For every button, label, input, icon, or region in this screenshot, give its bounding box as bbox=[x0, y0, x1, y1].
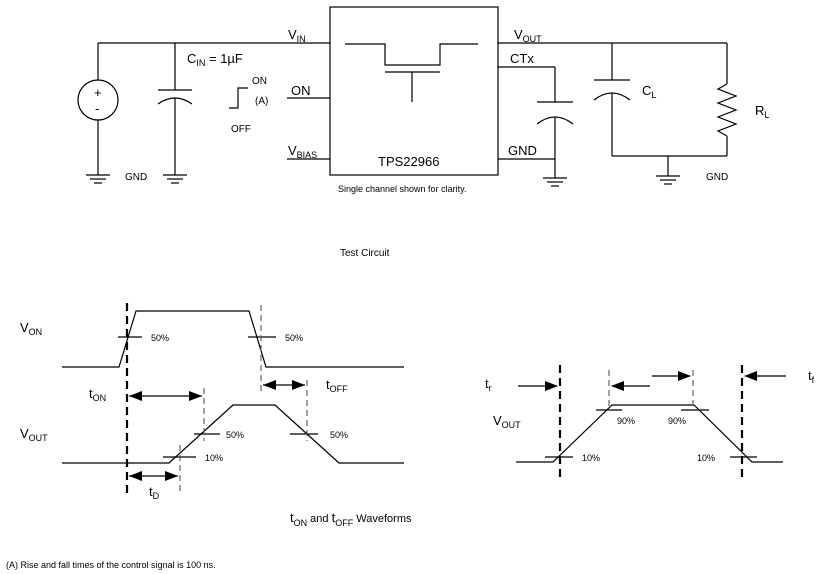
ctx-label: CTx bbox=[510, 51, 534, 66]
gnd-pin-label: GND bbox=[508, 143, 537, 158]
ton-toff-waveforms: VON 50% 50% VOUT 50% 50% 10% tON tOFF bbox=[20, 303, 412, 528]
rise-fall-waveform: tr tf VOUT 90% 90% 10% 10% bbox=[485, 365, 815, 482]
vin-label: VIN bbox=[288, 27, 306, 44]
ground-symbol-load bbox=[656, 175, 680, 185]
on-off-step bbox=[229, 87, 248, 109]
fall-90pct-label: 90% bbox=[668, 416, 686, 426]
von-label: VON bbox=[20, 320, 42, 337]
vout-waveform bbox=[62, 404, 404, 464]
tr-arrowhead-right bbox=[611, 381, 624, 391]
test-circuit-caption: Test Circuit bbox=[340, 248, 390, 259]
td-arrowhead-left bbox=[129, 471, 142, 481]
vbias-label: VBIAS bbox=[288, 143, 317, 160]
fall-10pct-label: 10% bbox=[697, 453, 715, 463]
note-ref-label: (A) bbox=[255, 96, 268, 107]
tf-arrowhead-right bbox=[744, 371, 757, 381]
td-arrowhead-right bbox=[165, 471, 178, 481]
source-plus-sign: + bbox=[94, 85, 102, 100]
ton-arrowhead-right bbox=[189, 391, 202, 401]
tf-label: tf bbox=[808, 368, 815, 385]
on-pin-label: ON bbox=[291, 83, 311, 98]
toff-arrowhead-left bbox=[263, 380, 276, 390]
vout-wave-label: VOUT bbox=[20, 426, 48, 443]
ground-symbol-cin bbox=[163, 174, 187, 184]
td-label: tD bbox=[149, 484, 160, 501]
source-minus-sign: - bbox=[95, 101, 99, 116]
rise-10pct-label: 10% bbox=[582, 453, 600, 463]
footnote: (A) Rise and fall times of the control s… bbox=[6, 560, 216, 570]
chip-name: TPS22966 bbox=[378, 154, 439, 169]
gnd-label-left: GND bbox=[125, 172, 147, 183]
chip-body bbox=[329, 6, 499, 176]
off-state-label: OFF bbox=[231, 124, 251, 135]
test-circuit: + - GND CIN = 1µF VIN ON (A) OFF ON bbox=[77, 6, 769, 259]
rl-resistor bbox=[716, 83, 738, 137]
ton-arrowhead-left bbox=[129, 391, 142, 401]
vout-10pct-label: 10% bbox=[205, 453, 223, 463]
vout-label: VOUT bbox=[514, 27, 542, 44]
tr-arrowhead-left bbox=[545, 381, 558, 391]
tf-arrowhead-left bbox=[678, 371, 691, 381]
cin-label: CIN = 1µF bbox=[187, 51, 243, 68]
cl-label: CL bbox=[642, 83, 656, 100]
von-waveform bbox=[62, 310, 404, 368]
ton-label: tON bbox=[89, 386, 106, 403]
toff-label: tOFF bbox=[326, 377, 348, 394]
vout-50pct-right: 50% bbox=[330, 430, 348, 440]
vout-50pct-left: 50% bbox=[226, 430, 244, 440]
toff-arrowhead-right bbox=[292, 380, 305, 390]
switch-symbol bbox=[345, 43, 478, 102]
rl-label: RL bbox=[755, 103, 769, 120]
on-state-label: ON bbox=[252, 76, 267, 87]
vout-rise-fall-waveform bbox=[516, 404, 783, 463]
clarity-note: Single channel shown for clarity. bbox=[338, 184, 466, 194]
tr-label: tr bbox=[485, 376, 492, 393]
vout-right-label: VOUT bbox=[493, 413, 521, 430]
gnd-label-right: GND bbox=[706, 172, 728, 183]
von-50pct-right: 50% bbox=[285, 333, 303, 343]
ground-symbol-ctx bbox=[543, 177, 567, 187]
waveforms-caption: tON and tOFF Waveforms bbox=[290, 510, 412, 528]
rise-90pct-label: 90% bbox=[617, 416, 635, 426]
von-50pct-left: 50% bbox=[151, 333, 169, 343]
ground-symbol-source bbox=[86, 174, 110, 184]
